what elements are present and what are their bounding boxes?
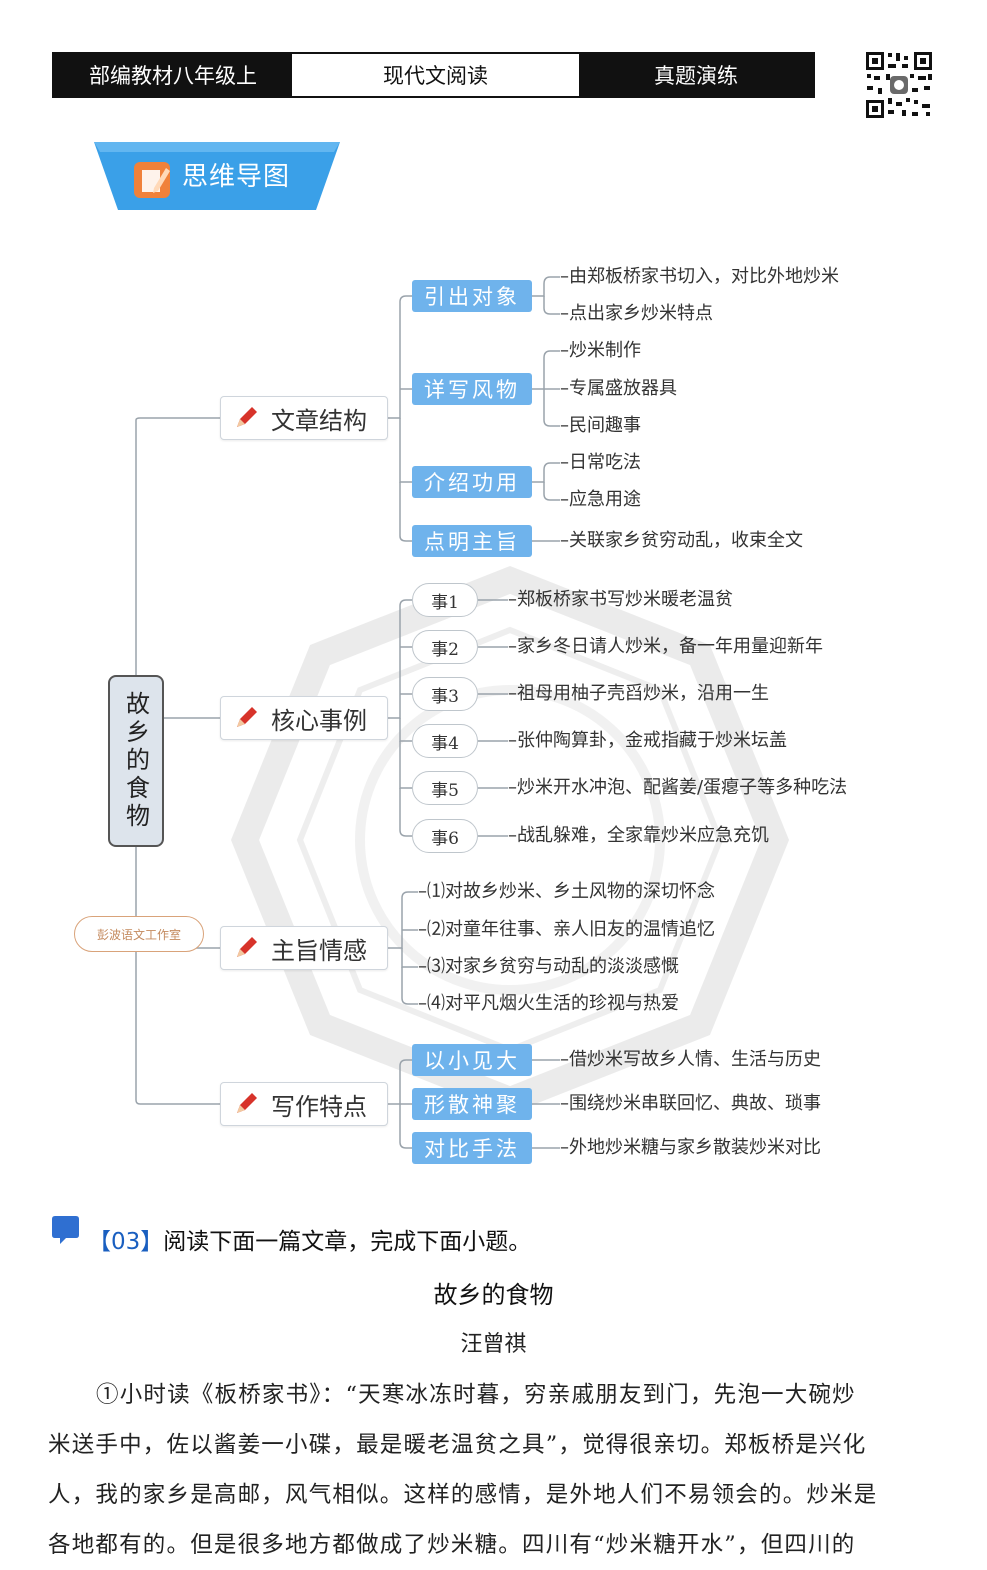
branch-label: 核心事例 xyxy=(271,706,367,735)
branch-label: 写作特点 xyxy=(271,1092,367,1121)
qr-code-icon xyxy=(864,50,934,120)
paragraph-line: 米送手中，佐以酱姜一小碟，最是暖老温贫之具”，觉得很亲切。郑板桥是兴化 xyxy=(48,1432,867,1458)
leaf-text: –借炒米写故乡人情、生活与历史 xyxy=(560,1049,821,1070)
header-bar: 部编教材八年级上 现代文阅读 真题演练 xyxy=(52,52,815,98)
bookmark-icon xyxy=(52,1216,79,1244)
question-line: 【03】阅读下面一篇文章，完成下面小题。 xyxy=(88,1222,531,1256)
pencil-icon xyxy=(237,707,257,727)
leaf-text: –⑵对童年往事、亲人旧友的温情追忆 xyxy=(418,919,715,940)
tag-scattered: 形散神聚 xyxy=(412,1088,532,1120)
leaf-text: –外地炒米糖与家乡散装炒米对比 xyxy=(560,1137,821,1158)
header-grade: 部编教材八年级上 xyxy=(54,54,292,96)
paragraph-line: 各地都有的。但是很多地方都做成了炒米糖。四川有“炒米糖开水”，但四川的 xyxy=(48,1532,856,1558)
leaf-text: –⑷对平凡烟火生活的珍视与热爱 xyxy=(418,993,679,1014)
leaf-text: –应急用途 xyxy=(560,489,641,510)
mindmap-root: 故乡的食物 xyxy=(108,675,164,847)
branch-events: 核心事例 xyxy=(220,696,388,740)
question-prompt: 阅读下面一篇文章，完成下面小题。 xyxy=(163,1229,532,1255)
studio-stamp: 彭波语文工作室 xyxy=(74,916,204,952)
tag-detail: 详写风物 xyxy=(412,373,532,405)
article-paragraph: ①小时读《板桥家书》：“天寒冰冻时暮，穷亲戚朋友到门，先泡一大碗炒 米送手中，佐… xyxy=(48,1370,940,1570)
tag-theme: 点明主旨 xyxy=(412,525,532,557)
leaf-text: –专属盛放器具 xyxy=(560,378,677,399)
event-pill: 事5 xyxy=(412,771,478,805)
tag-function: 介绍功用 xyxy=(412,466,532,498)
tag-intro: 引出对象 xyxy=(412,280,532,312)
event-text: –郑板桥家书写炒米暖老温贫 xyxy=(508,589,733,610)
pencil-icon xyxy=(237,937,257,957)
event-text: –战乱躲难，全家靠炒米应急充饥 xyxy=(508,825,769,846)
event-pill: 事6 xyxy=(412,819,478,853)
tag-small-big: 以小见大 xyxy=(412,1044,532,1076)
header-section: 现代文阅读 xyxy=(292,54,579,96)
leaf-text: –⑶对家乡贫穷与动乱的淡淡感慨 xyxy=(418,956,679,977)
tag-contrast: 对比手法 xyxy=(412,1132,532,1164)
leaf-text: –民间趣事 xyxy=(560,415,641,436)
event-pill: 事3 xyxy=(412,677,478,711)
branch-structure: 文章结构 xyxy=(220,396,388,440)
mind-map: 故乡的食物 彭波语文工作室 文章结构 引出对象 –由郑板桥家书切入，对比外地炒米… xyxy=(74,266,848,1164)
leaf-text: –点出家乡炒米特点 xyxy=(560,303,713,324)
branch-label: 文章结构 xyxy=(271,406,367,435)
pencil-icon xyxy=(237,407,257,427)
leaf-text: –由郑板桥家书切入，对比外地炒米 xyxy=(560,266,839,287)
leaf-text: –⑴对故乡炒米、乡土风物的深切怀念 xyxy=(418,881,715,902)
leaf-text: –关联家乡贫穷动乱，收束全文 xyxy=(560,530,803,551)
pencil-icon xyxy=(237,1093,257,1113)
branch-label: 主旨情感 xyxy=(271,936,367,965)
event-text: –祖母用柚子壳舀炒米，沿用一生 xyxy=(508,683,769,704)
question-number: 【03】 xyxy=(88,1229,164,1255)
event-text: –家乡冬日请人炒米，备一年用量迎新年 xyxy=(508,636,823,657)
event-pill: 事4 xyxy=(412,724,478,758)
paragraph-line: ①小时读《板桥家书》：“天寒冰冻时暮，穷亲戚朋友到门，先泡一大碗炒 xyxy=(96,1382,856,1408)
event-pill: 事1 xyxy=(412,583,478,617)
event-pill: 事2 xyxy=(412,630,478,664)
leaf-text: –围绕炒米串联回忆、典故、琐事 xyxy=(560,1093,821,1114)
paragraph-line: 人，我的家乡是高邮，风气相似。这样的感情，是外地人们不易领会的。炒米是 xyxy=(48,1482,878,1508)
article-author: 汪曾祺 xyxy=(460,1332,527,1357)
mindmap-title: 思维导图 xyxy=(182,162,291,192)
article-title: 故乡的食物 xyxy=(433,1281,554,1309)
branch-emotion: 主旨情感 xyxy=(220,926,388,970)
event-text: –张仲陶算卦，金戒指藏于炒米坛盖 xyxy=(508,730,787,751)
leaf-text: –日常吃法 xyxy=(560,452,641,473)
pencil-note-icon xyxy=(134,162,170,198)
header-practice: 真题演练 xyxy=(579,54,813,96)
leaf-text: –炒米制作 xyxy=(560,340,641,361)
branch-writing: 写作特点 xyxy=(220,1082,388,1126)
event-text: –炒米开水冲泡、配酱姜/蛋瘪子等多种吃法 xyxy=(508,777,848,798)
